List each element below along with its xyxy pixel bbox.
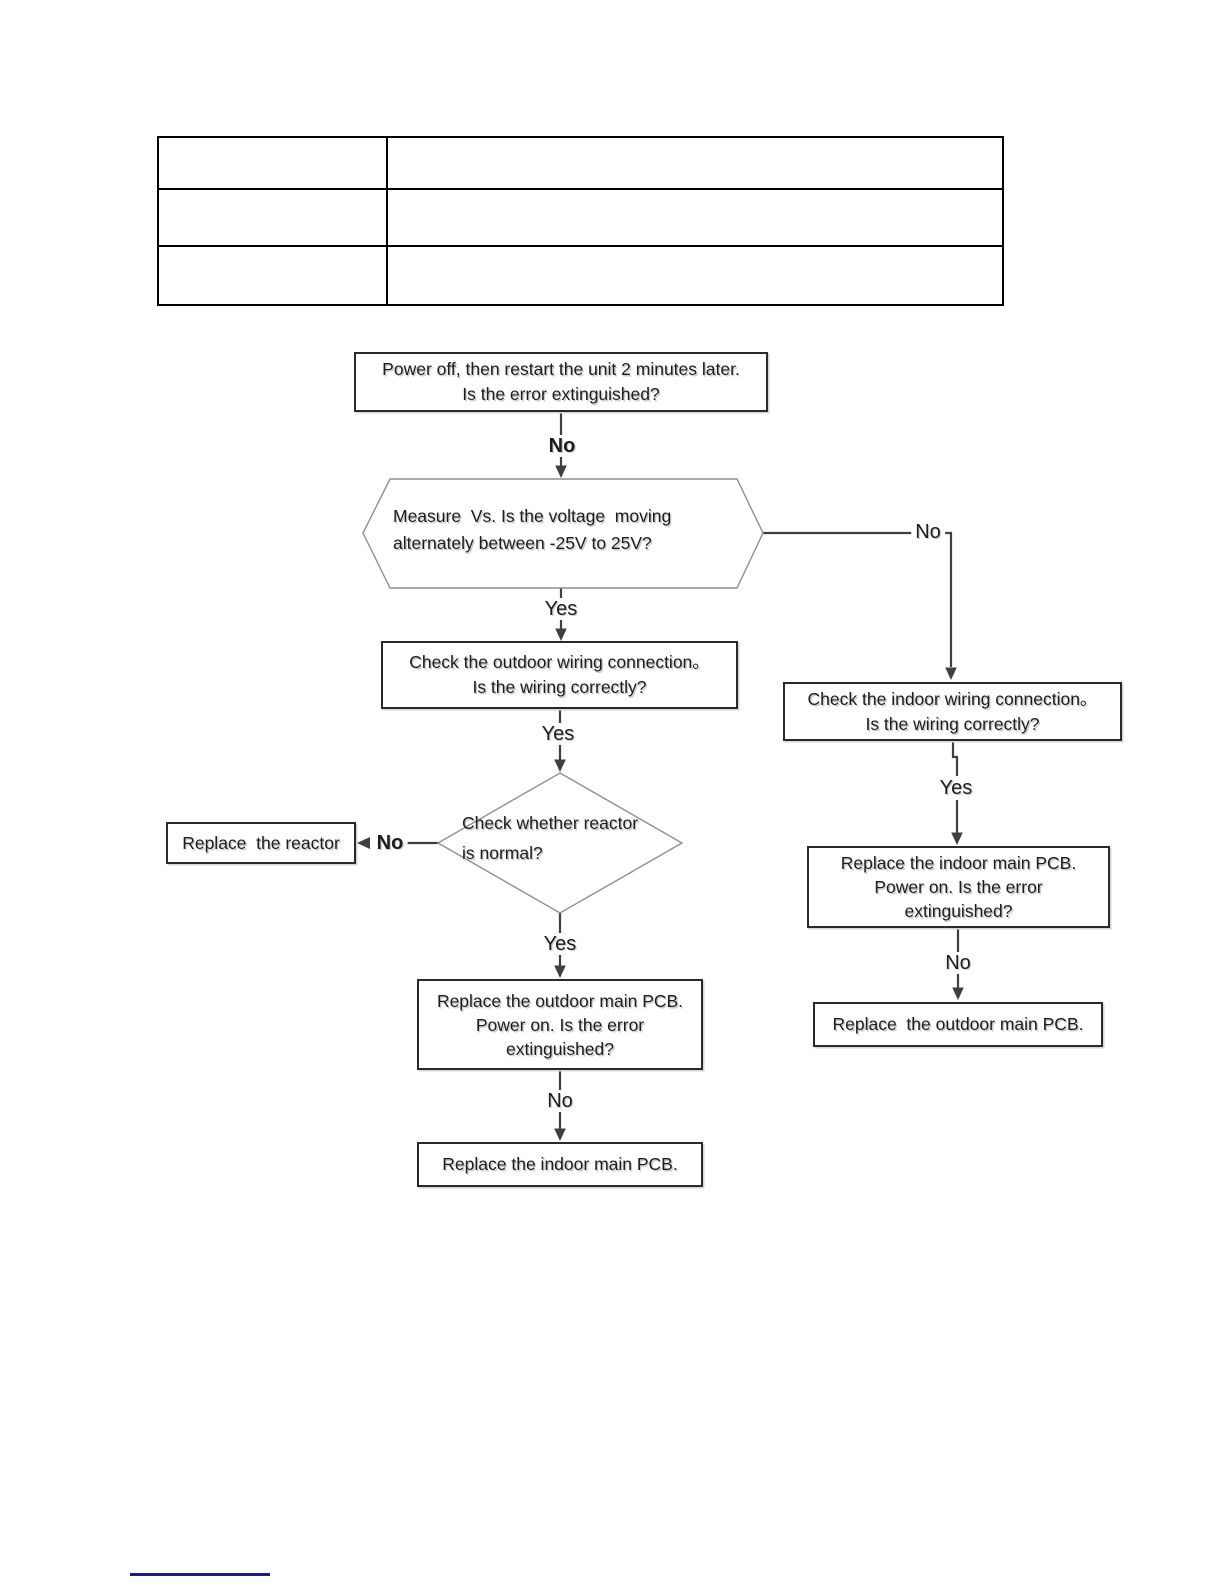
flow-box-start: Power off, then restart the unit 2 minut…	[354, 352, 768, 412]
diamond-text-reactor-check: Check whether reactor is normal?	[462, 808, 677, 868]
label-no: No	[543, 1090, 577, 1112]
flow-box-text: Replace the outdoor main PCB.	[832, 1014, 1084, 1034]
flow-box-text: alternately between -25V to 25V?	[393, 533, 652, 553]
label-yes: Yes	[935, 777, 977, 799]
arrow-down-icon	[554, 759, 566, 772]
arrow-down-icon	[555, 628, 567, 641]
flow-box-indoor-wiring: Check the indoor wiring connection。 Is t…	[783, 682, 1122, 741]
flow-box-indoor-pcb: Replace the indoor main PCB. Power on. I…	[807, 846, 1110, 928]
arrow-down-icon	[554, 965, 566, 978]
flow-box-text: Replace the outdoor main PCB.	[436, 990, 684, 1011]
connector-indoor-wiring-yes	[951, 741, 959, 776]
flow-box-text: Power on. Is the error	[874, 877, 1043, 897]
table-cell	[157, 188, 388, 247]
table-cell	[157, 245, 388, 306]
table-cell	[157, 136, 388, 190]
arrow-down-icon	[951, 832, 963, 845]
flow-box-text: Is the wiring correctly?	[865, 713, 1040, 734]
flow-box-text: Is the error extinguished?	[462, 384, 660, 404]
flow-box-text: Replace the indoor main PCB.	[840, 853, 1077, 873]
arrow-down-icon	[555, 465, 567, 478]
hexagon-text-vs-check: Measure Vs. Is the voltage moving altern…	[393, 503, 738, 557]
label-yes: Yes	[539, 933, 581, 955]
flow-box-text: Replace the indoor main PCB.	[442, 1154, 678, 1174]
flow-box-text: Replace the reactor	[182, 832, 340, 853]
hexagon-shape	[362, 478, 764, 589]
flow-box-text: Power on. Is the error	[475, 1014, 645, 1035]
flow-box-text: Measure Vs. Is the voltage moving	[393, 506, 672, 526]
connector-hex-no	[763, 531, 953, 667]
flow-box-replace-reactor: Replace the reactor	[166, 822, 356, 864]
flow-box-text: Check the indoor wiring connection。	[807, 688, 1098, 709]
flow-box-outdoor-wiring: Check the outdoor wiring connection。 Is …	[381, 641, 738, 709]
flow-box-text: extinguished?	[506, 1038, 614, 1059]
flow-box-text: is normal?	[462, 843, 543, 863]
flow-box-indoor-pcb-final: Replace the indoor main PCB.	[417, 1142, 703, 1187]
arrow-down-icon	[945, 667, 957, 680]
arrow-down-icon	[554, 1128, 566, 1141]
label-no: No	[372, 832, 408, 854]
table-cell	[386, 188, 1004, 247]
flow-box-outdoor-pcb: Replace the outdoor main PCB. Power on. …	[417, 979, 703, 1070]
label-no: No	[544, 435, 580, 457]
footer-link-rule	[130, 1573, 270, 1576]
table-cell	[386, 245, 1004, 306]
flow-box-text: extinguished?	[904, 901, 1013, 921]
flow-box-text: Power off, then restart the unit 2 minut…	[382, 359, 740, 379]
arrow-down-icon	[952, 987, 964, 1000]
flow-box-text: Check the outdoor wiring connection。	[409, 652, 710, 672]
label-yes: Yes	[537, 723, 579, 745]
flow-box-text: Check whether reactor	[462, 813, 639, 833]
arrow-left-icon	[357, 837, 370, 849]
diamond-shape	[436, 772, 684, 914]
label-yes: Yes	[540, 598, 582, 620]
flow-box-outdoor-pcb-final: Replace the outdoor main PCB.	[813, 1002, 1103, 1047]
label-no: No	[941, 952, 975, 974]
flow-box-text: Is the wiring correctly?	[472, 677, 647, 697]
table-cell	[386, 136, 1004, 190]
label-no: No	[911, 521, 945, 543]
info-table	[157, 136, 1004, 306]
